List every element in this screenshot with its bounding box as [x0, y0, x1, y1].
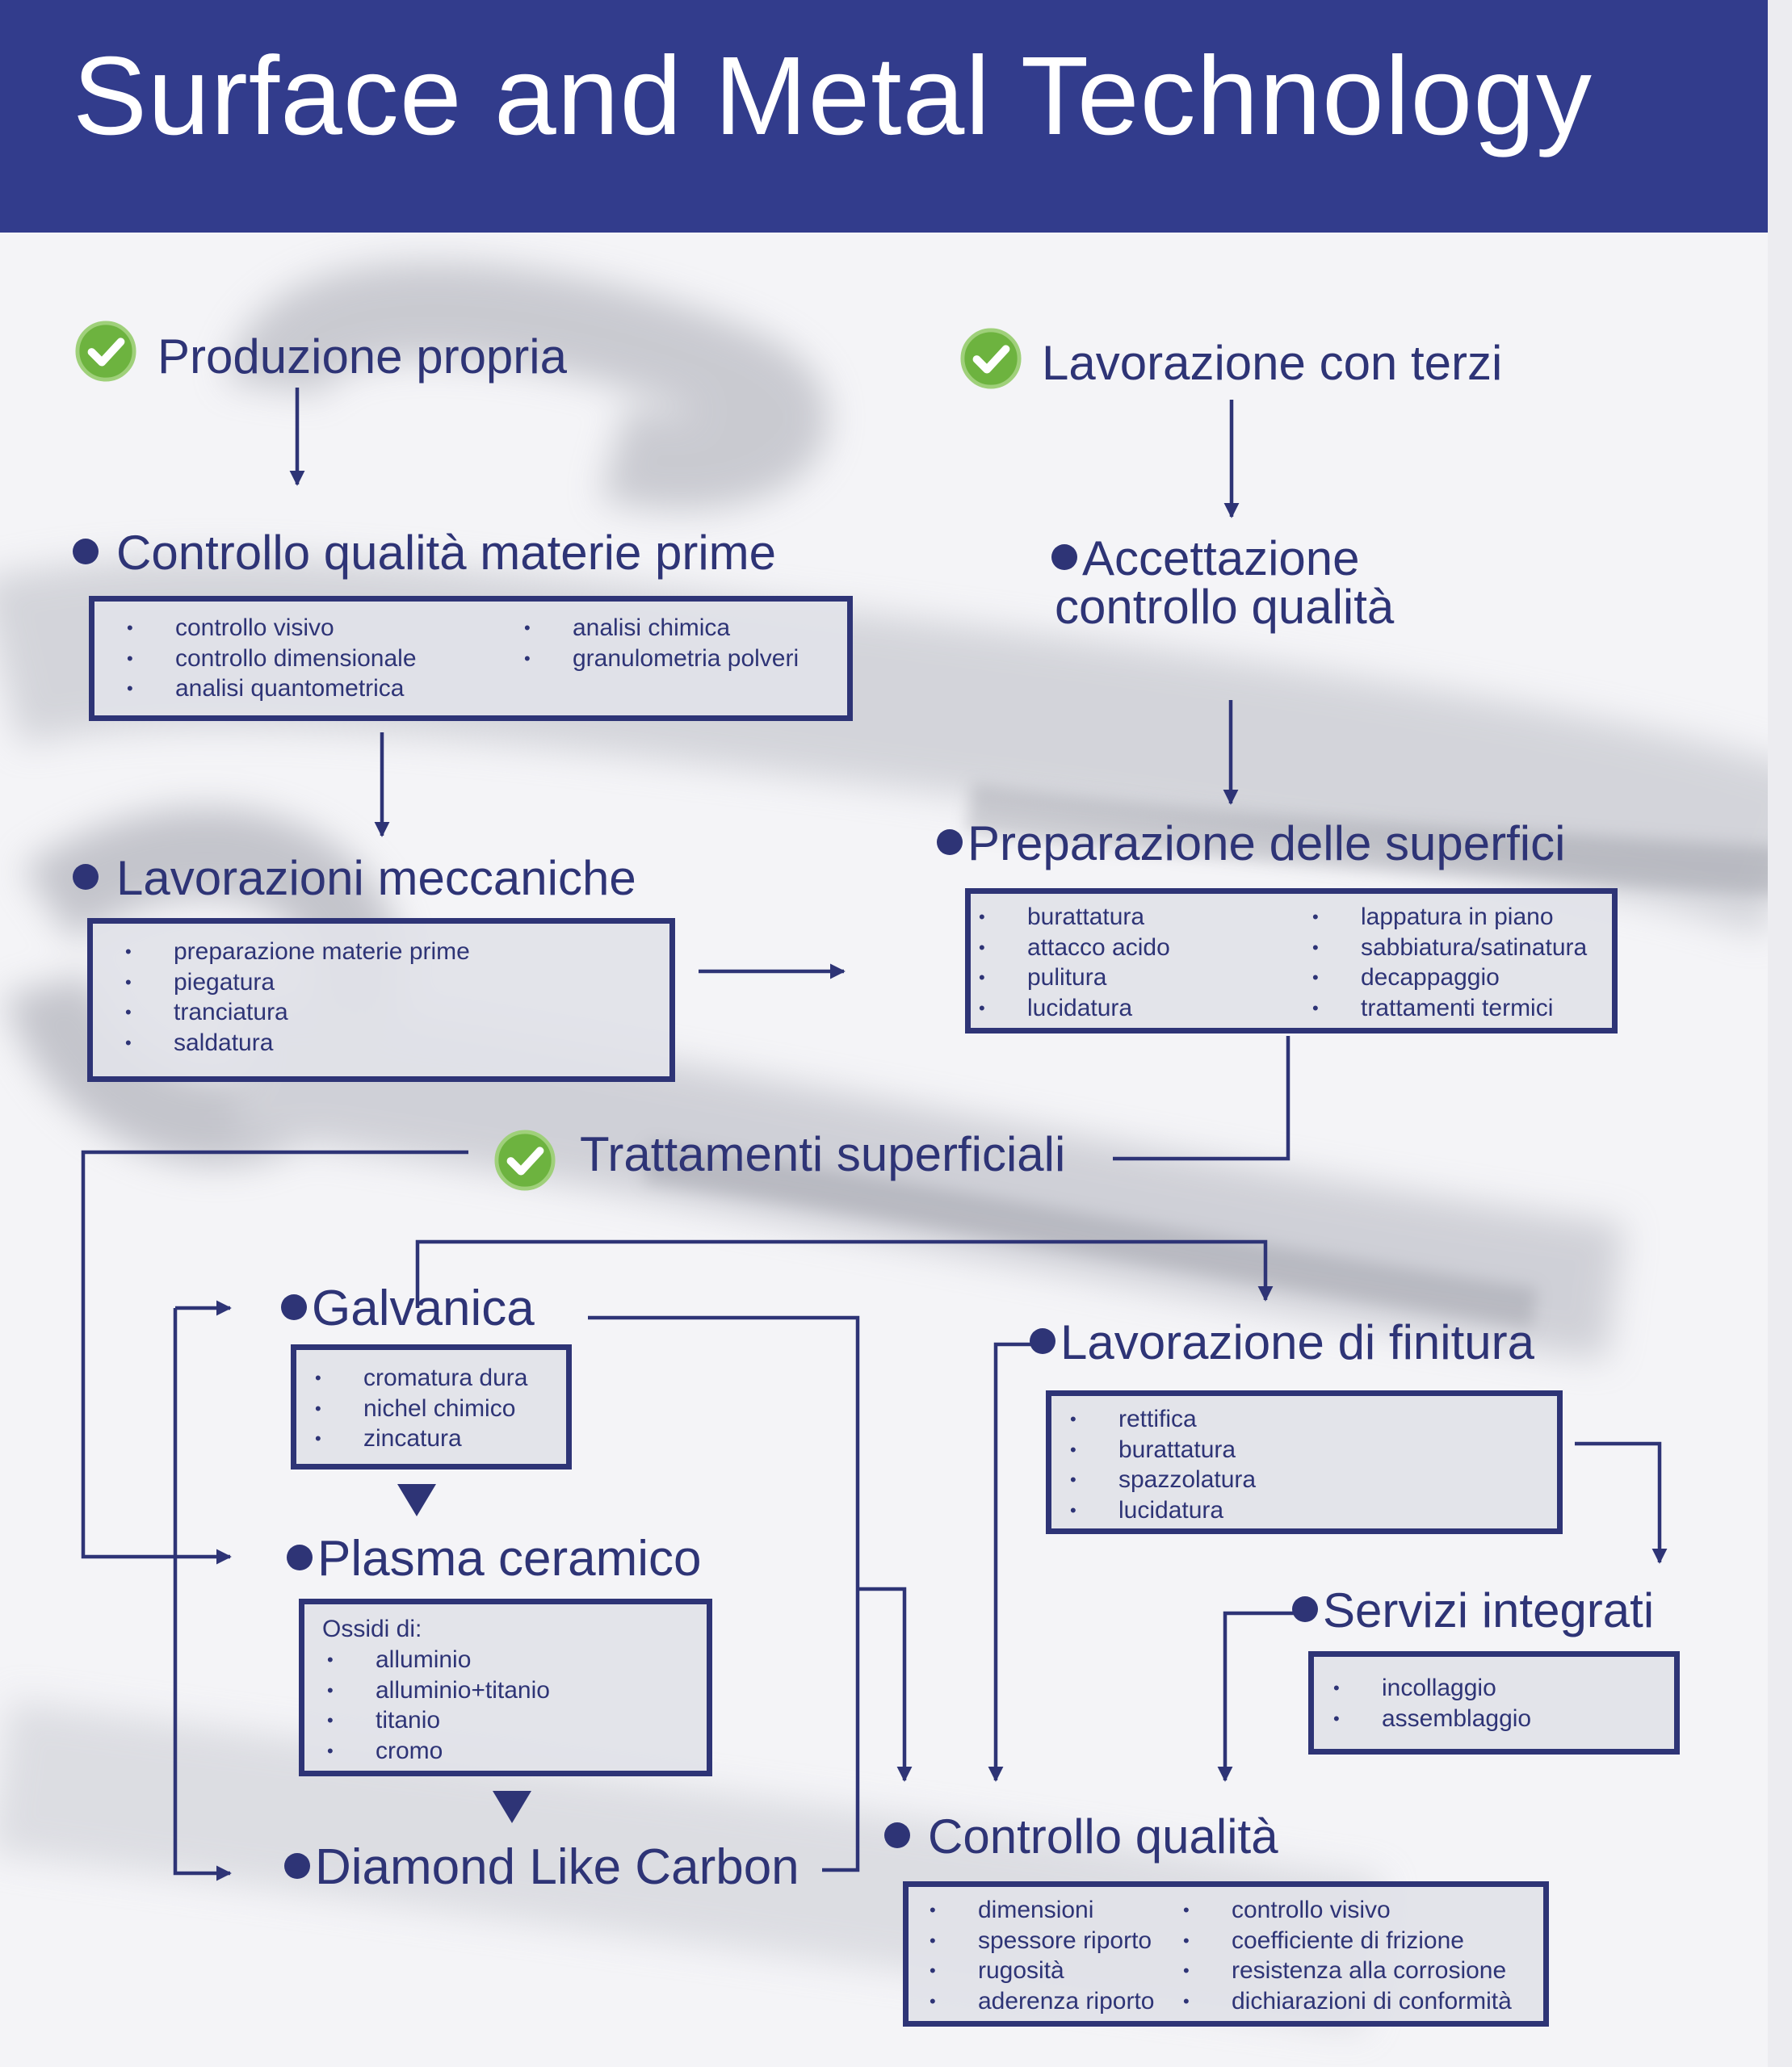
list-item: spessore riporto: [930, 1926, 1154, 1956]
box-lavorazione-finitura: rettifica burattatura spazzolatura lucid…: [1046, 1390, 1563, 1534]
heading-accettazione: Accettazione: [1051, 535, 1360, 583]
heading-galvanica: Galvanica: [281, 1284, 535, 1334]
list-item: controllo visivo: [127, 613, 417, 644]
heading-lavorazione-finitura: Lavorazione di finitura: [1030, 1319, 1534, 1367]
bullet-dot-icon: [1051, 544, 1077, 571]
list-item: nichel chimico: [315, 1394, 527, 1424]
list-item: attacco acido: [979, 933, 1170, 963]
box-controllo-qualita: dimensioni spessore riporto rugosità ade…: [903, 1881, 1549, 2027]
list-item: cromatura dura: [315, 1363, 528, 1394]
heading-plasma-ceramico: Plasma ceramico: [287, 1534, 701, 1584]
bullet-dot-icon: [73, 539, 99, 565]
list-item: spazzolatura: [1070, 1465, 1256, 1495]
list-item: analisi chimica: [524, 613, 799, 644]
heading-text: Controllo qualità: [928, 1809, 1278, 1864]
connector-line: [1113, 1036, 1290, 1161]
box-plasma-ceramico: Ossidi di: alluminio alluminio+titanio t…: [299, 1599, 712, 1776]
heading-text: Diamond Like Carbon: [315, 1839, 799, 1895]
box-lavorazioni-meccaniche: preparazione materie prime piegatura tra…: [87, 918, 675, 1082]
heading-controllo-qualita: Controllo qualità: [884, 1813, 1278, 1861]
list-item: alluminio: [327, 1645, 550, 1675]
box-preparazione-superfici: burattatura attacco acido pulitura lucid…: [965, 888, 1618, 1034]
bullet-dot-icon: [884, 1822, 910, 1849]
arrow-icon: [173, 1308, 232, 1881]
list-item: aderenza riporto: [930, 1986, 1155, 2017]
heading-preparazione-superfici: Preparazione delle superfici: [937, 820, 1565, 868]
heading-text: Accettazione: [1082, 531, 1360, 585]
bullet-dot-icon: [281, 1293, 307, 1320]
heading-text: Preparazione delle superfici: [967, 816, 1566, 870]
bullet-dot-icon: [1030, 1328, 1055, 1355]
bullet-dot-icon: [937, 829, 963, 856]
list-item: trattamenti termici: [1312, 993, 1587, 1024]
list-item: zincatura: [315, 1423, 527, 1454]
list-item: preparazione materie prime: [125, 937, 470, 967]
list-item: pulitura: [979, 962, 1170, 993]
arrow-icon: [415, 1239, 1274, 1308]
arrow-icon: [858, 1587, 913, 1782]
heading-accettazione-line2: controllo qualità: [1055, 580, 1395, 634]
heading-lavorazione-con-terzi: Lavorazione con terzi: [1042, 336, 1503, 390]
bullet-dot-icon: [73, 864, 99, 891]
heading-text: Servizi integrati: [1323, 1583, 1655, 1637]
bullet-dot-icon: [287, 1544, 313, 1570]
list-item: alluminio+titanio: [327, 1675, 550, 1706]
heading-lavorazioni-meccaniche: Lavorazioni meccaniche: [73, 854, 636, 903]
down-triangle-icon: [493, 1791, 531, 1823]
heading-text: Lavorazioni meccaniche: [116, 851, 636, 905]
list-item: cromo: [327, 1736, 550, 1767]
list-item: analisi quantometrica: [127, 673, 417, 704]
title-bar: Surface and Metal Technology: [0, 0, 1768, 233]
check-circle-icon: [75, 321, 136, 382]
heading-text: Galvanica: [312, 1281, 535, 1336]
list-item: lucidatura: [1070, 1495, 1256, 1526]
list-item: saldatura: [125, 1028, 470, 1059]
arrow-icon: [81, 1150, 468, 1565]
list-item: burattatura: [1070, 1435, 1256, 1465]
heading-text: Lavorazione di finitura: [1060, 1315, 1535, 1369]
list-item: sabbiatura/satinatura: [1312, 933, 1587, 963]
box-servizi-integrati: incollaggio assemblaggio: [1308, 1651, 1680, 1755]
box-controllo-materie-prime: controllo visivo controllo dimensionale …: [89, 596, 853, 721]
heading-controllo-materie-prime: Controllo qualità materie prime: [73, 529, 776, 577]
list-item: titanio: [327, 1705, 550, 1736]
page-title: Surface and Metal Technology: [73, 34, 1593, 158]
heading-diamond-like-carbon: Diamond Like Carbon: [284, 1843, 799, 1893]
list-item: controllo visivo: [1183, 1895, 1512, 1926]
heading-servizi-integrati: Servizi integrati: [1292, 1587, 1654, 1635]
list-item: controllo dimensionale: [127, 644, 416, 674]
list-item: tranciatura: [125, 997, 470, 1028]
box-galvanica: cromatura dura nichel chimico zincatura: [291, 1344, 572, 1470]
check-circle-icon: [494, 1130, 556, 1191]
list-item: coefficiente di frizione: [1183, 1926, 1512, 1956]
heading-produzione-propria: Produzione propria: [157, 329, 567, 384]
list-item: lappatura in piano: [1312, 902, 1587, 933]
list-item: rugosità: [930, 1956, 1154, 1986]
page-edge: [1768, 0, 1792, 2067]
heading-trattamenti-superficiali: Trattamenti superficiali: [580, 1127, 1066, 1181]
list-item: incollaggio: [1333, 1673, 1531, 1704]
list-item: burattatura: [979, 902, 1170, 933]
bullet-dot-icon: [284, 1852, 310, 1879]
connector-line: [588, 1315, 860, 1872]
check-circle-icon: [960, 328, 1022, 389]
list-item: dichiarazioni di conformità: [1183, 1986, 1512, 2017]
list-item: resistenza alla corrosione: [1183, 1956, 1512, 1986]
list-item: assemblaggio: [1333, 1704, 1531, 1734]
arrow-icon: [988, 1342, 1042, 1782]
box-note: Ossidi di:: [322, 1616, 422, 1642]
list-item: lucidatura: [979, 993, 1170, 1024]
list-item: granulometria polveri: [524, 644, 799, 674]
arrow-icon: [1575, 1441, 1668, 1564]
bullet-dot-icon: [1292, 1596, 1318, 1623]
list-item: rettifica: [1070, 1404, 1256, 1435]
down-triangle-icon: [397, 1484, 436, 1516]
list-item: piegatura: [125, 967, 470, 998]
arrow-icon: [1217, 1611, 1296, 1782]
list-item: decappaggio: [1312, 962, 1587, 993]
heading-text: Controllo qualità materie prime: [116, 526, 777, 580]
list-item: dimensioni: [930, 1895, 1154, 1926]
heading-text: Plasma ceramico: [317, 1531, 702, 1587]
